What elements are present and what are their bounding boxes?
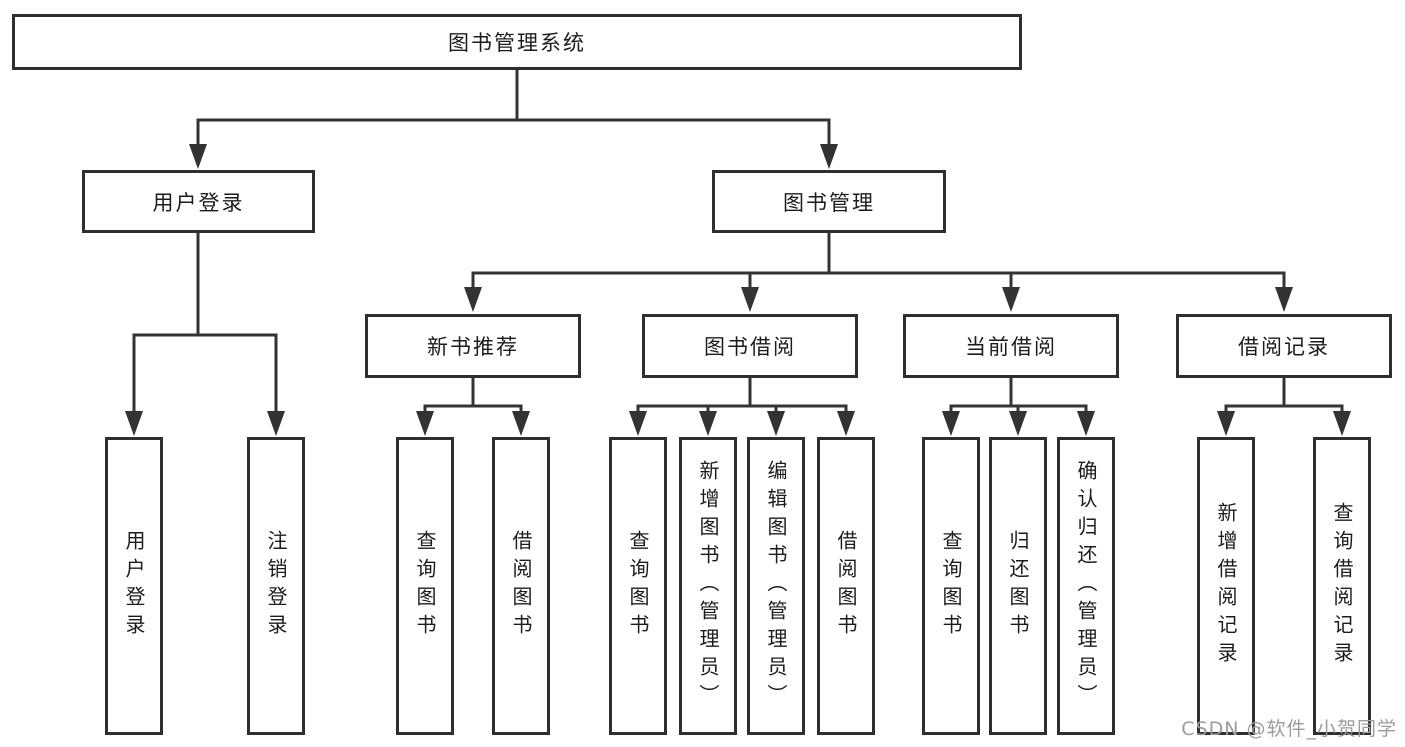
node-current-borrow: 当前借阅	[903, 314, 1119, 378]
leaf-borrow-books-label: 借阅图书	[834, 530, 858, 642]
leaf-edit-book-admin: 编辑图书（管理员）	[747, 437, 805, 735]
leaf-query-borrow-record-label: 查询借阅记录	[1330, 502, 1354, 670]
leaf-query-books-borrow: 查询图书	[609, 437, 667, 735]
leaf-query-books-recommend: 查询图书	[396, 437, 454, 735]
leaf-logout-login-label: 注销登录	[264, 530, 288, 642]
leaf-add-borrow-record-label: 新增借阅记录	[1214, 502, 1238, 670]
leaf-edit-book-admin-label: 编辑图书（管理员）	[764, 460, 788, 712]
leaf-user-login-label: 用户登录	[122, 530, 146, 642]
leaf-borrow-books: 借阅图书	[817, 437, 875, 735]
node-root-label: 图书管理系统	[448, 31, 586, 55]
connector-book-borrow-children	[629, 378, 855, 436]
node-book-management: 图书管理	[712, 170, 946, 233]
leaf-confirm-return-admin: 确认归还（管理员）	[1057, 437, 1115, 735]
leaf-query-books-recommend-label: 查询图书	[413, 530, 437, 642]
csdn-watermark: CSDN @软件_小贺同学	[1181, 718, 1397, 740]
node-book-borrow-label: 图书借阅	[704, 335, 796, 359]
node-borrow-records-label: 借阅记录	[1238, 335, 1330, 359]
connector-borrow-records-children	[1217, 378, 1351, 436]
leaf-add-book-admin: 新增图书（管理员）	[679, 437, 737, 735]
leaf-query-books-current: 查询图书	[922, 437, 980, 735]
connector-current-borrow-children	[942, 378, 1095, 436]
node-user-login-label: 用户登录	[152, 190, 245, 215]
node-new-book-recommend: 新书推荐	[365, 314, 581, 378]
connector-book-management-children	[464, 233, 1293, 312]
leaf-logout-login: 注销登录	[247, 437, 305, 735]
leaf-return-books: 归还图书	[989, 437, 1047, 735]
leaf-add-book-admin-label: 新增图书（管理员）	[696, 460, 720, 712]
node-current-borrow-label: 当前借阅	[965, 335, 1057, 359]
leaf-query-borrow-record: 查询借阅记录	[1313, 437, 1371, 735]
connector-new-book-children	[416, 378, 530, 436]
node-book-borrow: 图书借阅	[642, 314, 858, 378]
node-user-login: 用户登录	[82, 170, 315, 233]
node-new-book-recommend-label: 新书推荐	[427, 335, 519, 359]
leaf-borrow-books-recommend-label: 借阅图书	[509, 530, 533, 642]
leaf-query-books-borrow-label: 查询图书	[626, 530, 650, 642]
node-root: 图书管理系统	[12, 14, 1022, 70]
connector-root-to-level2	[189, 70, 838, 169]
leaf-add-borrow-record: 新增借阅记录	[1197, 437, 1255, 735]
leaf-return-books-label: 归还图书	[1006, 530, 1030, 642]
leaf-query-books-current-label: 查询图书	[939, 530, 963, 642]
connector-user-login-children	[125, 233, 285, 436]
leaf-borrow-books-recommend: 借阅图书	[492, 437, 550, 735]
node-book-management-label: 图书管理	[783, 190, 875, 215]
leaf-confirm-return-admin-label: 确认归还（管理员）	[1074, 460, 1098, 712]
node-borrow-records: 借阅记录	[1176, 314, 1392, 378]
leaf-user-login: 用户登录	[105, 437, 163, 735]
